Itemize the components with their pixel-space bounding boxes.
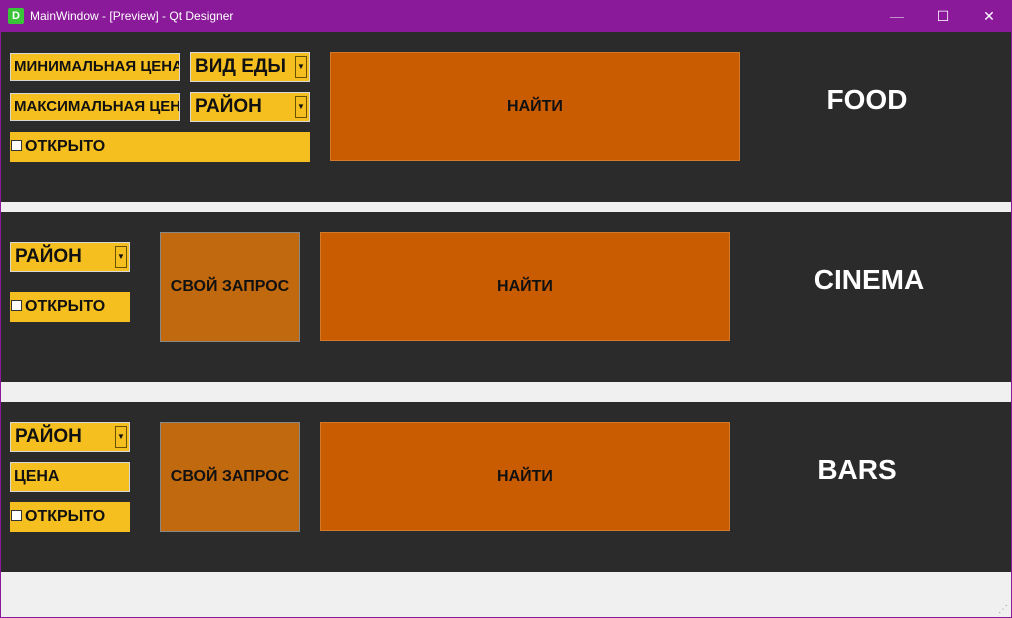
- bars-open-label: ОТКРЫТО: [25, 508, 106, 525]
- minimize-button[interactable]: —: [890, 8, 904, 24]
- cinema-own-query-label: СВОЙ ЗАПРОС: [170, 278, 290, 295]
- bars-section-title: BARS: [817, 454, 897, 485]
- food-type-combo[interactable]: ВИД ЕДЫ ▼: [190, 52, 310, 82]
- bars-price-input[interactable]: ЦЕНА: [10, 462, 130, 492]
- food-district-combo[interactable]: РАЙОН ▼: [190, 92, 310, 122]
- bars-find-label: НАЙТИ: [497, 467, 553, 485]
- bars-open-checkbox[interactable]: [11, 509, 22, 521]
- cinema-open-checkbox-row[interactable]: ОТКРЫТО: [10, 292, 130, 322]
- food-open-label: ОТКРЫТО: [25, 138, 106, 155]
- cinema-section-title: CINEMA: [813, 264, 925, 295]
- bars-district-value: РАЙОН: [15, 426, 82, 447]
- food-open-checkbox-row[interactable]: ОТКРЫТО: [10, 132, 310, 162]
- food-district-value: РАЙОН: [195, 96, 262, 117]
- cinema-district-value: РАЙОН: [15, 246, 82, 267]
- title-bar[interactable]: [0, 0, 1012, 32]
- chevron-down-icon[interactable]: ▼: [295, 56, 307, 78]
- window-title: MainWindow - [Preview] - Qt Designer: [30, 9, 234, 23]
- cinema-find-label: НАЙТИ: [497, 277, 553, 295]
- bars-open-checkbox-row[interactable]: ОТКРЫТО: [10, 502, 130, 532]
- cinema-open-checkbox[interactable]: [11, 299, 22, 311]
- cinema-district-combo[interactable]: РАЙОН ▼: [10, 242, 130, 272]
- food-type-value: ВИД ЕДЫ: [195, 56, 287, 77]
- food-find-button[interactable]: НАЙТИ: [330, 52, 740, 161]
- window-border-left: [0, 32, 1, 618]
- maximize-button[interactable]: ☐: [936, 8, 950, 24]
- qt-designer-app-icon: D: [8, 8, 24, 24]
- bars-own-query-button[interactable]: СВОЙ ЗАПРОС: [160, 422, 300, 532]
- cinema-open-label: ОТКРЫТО: [25, 298, 106, 315]
- close-button[interactable]: ✕: [983, 8, 995, 24]
- food-find-label: НАЙТИ: [507, 97, 563, 115]
- bars-own-query-label: СВОЙ ЗАПРОС: [170, 468, 290, 485]
- chevron-down-icon[interactable]: ▼: [115, 426, 127, 448]
- cinema-own-query-button[interactable]: СВОЙ ЗАПРОС: [160, 232, 300, 342]
- cinema-find-button[interactable]: НАЙТИ: [320, 232, 730, 341]
- max-price-input[interactable]: МАКСИМАЛЬНАЯ ЦЕНА: [10, 93, 180, 121]
- resize-grip-icon[interactable]: ⋰: [998, 604, 1008, 615]
- food-open-checkbox[interactable]: [11, 139, 22, 151]
- bars-find-button[interactable]: НАЙТИ: [320, 422, 730, 531]
- min-price-input[interactable]: МИНИМАЛЬНАЯ ЦЕНА: [10, 53, 180, 81]
- food-section-title: FOOD: [826, 84, 908, 115]
- chevron-down-icon[interactable]: ▼: [115, 246, 127, 268]
- chevron-down-icon[interactable]: ▼: [295, 96, 307, 118]
- bars-district-combo[interactable]: РАЙОН ▼: [10, 422, 130, 452]
